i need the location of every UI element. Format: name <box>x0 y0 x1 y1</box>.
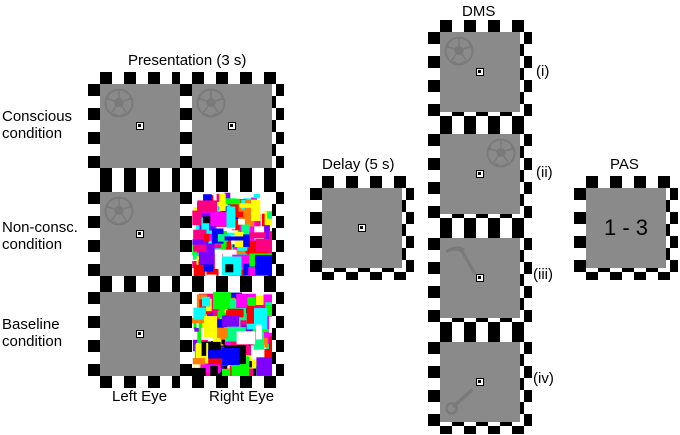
fixation-dot-icon <box>476 378 484 386</box>
baseline-left-eye-frame <box>88 280 192 388</box>
dms-option-ii-label: (ii) <box>536 164 553 181</box>
dms-option-iii-frame <box>428 226 532 330</box>
left-eye-label: Left Eye <box>112 388 168 405</box>
baseline-left-eye-frame-screen <box>100 292 180 376</box>
dms-title: DMS <box>462 3 496 20</box>
delay-frame-screen <box>322 188 402 268</box>
conscious-line1: Conscious <box>2 108 73 125</box>
fixation-dot-icon <box>228 122 236 130</box>
fixation-dot-icon <box>136 330 144 338</box>
dms-option-iv-frame <box>428 330 532 434</box>
nonconsc-right-eye-frame <box>180 180 284 288</box>
baseline-right-eye-frame <box>180 280 284 388</box>
dms-option-iii-label: (iii) <box>533 266 553 283</box>
hammer-icon <box>445 246 476 275</box>
soccer-ball-icon <box>196 88 226 118</box>
wrench-icon-wrapper <box>444 382 478 421</box>
ball-icon-wrapper <box>104 88 134 123</box>
fixation-dot-icon <box>476 170 484 178</box>
conscious-line2: condition <box>2 125 63 142</box>
ball-icon-wrapper <box>444 36 474 71</box>
baseline-condition-label: Baseline condition <box>2 316 62 350</box>
conscious-left-eye-frame <box>88 72 192 180</box>
dms-option-iv-frame-screen <box>440 342 520 422</box>
pas-title: PAS <box>610 156 639 173</box>
dms-option-i-frame <box>428 20 532 124</box>
delay-title: Delay (5 s) <box>322 156 395 173</box>
conscious-right-eye-frame <box>180 72 284 180</box>
fixation-dot-icon <box>358 224 366 232</box>
fixation-dot-icon <box>136 230 144 238</box>
nonconsc-condition-label: Non-consc. condition <box>2 219 78 253</box>
ball-icon-wrapper <box>104 196 134 231</box>
delay-frame <box>310 176 414 280</box>
dms-option-i-label: (i) <box>536 63 550 80</box>
dms-option-ii-frame-screen <box>440 134 520 214</box>
nonconsc-right-eye-frame-screen <box>192 192 272 276</box>
dms-option-iii-frame-screen <box>440 238 520 318</box>
nonconsc-line2: condition <box>2 236 63 253</box>
presentation-title: Presentation (3 s) <box>128 52 247 69</box>
soccer-ball-icon <box>104 196 134 226</box>
conscious-right-eye-frame-screen <box>192 84 272 168</box>
dms-option-ii-frame <box>428 122 532 226</box>
hammer-icon-wrapper <box>442 242 478 283</box>
baseline-right-eye-frame-screen <box>192 292 272 376</box>
pas-frame-screen: 1 - 3 <box>586 188 666 268</box>
pas-scale-text: 1 - 3 <box>603 215 649 240</box>
nonconsc-right-eye-frame-mondrian-mask <box>192 192 272 276</box>
baseline-line2: condition <box>2 333 63 350</box>
fixation-dot-icon <box>476 68 484 76</box>
soccer-ball-icon <box>104 88 134 118</box>
baseline-right-eye-frame-mondrian-mask <box>192 292 272 376</box>
conscious-condition-label: Conscious condition <box>2 108 72 142</box>
baseline-line1: Baseline <box>2 316 60 333</box>
soccer-ball-icon <box>444 36 474 66</box>
nonconsc-line1: Non-consc. <box>2 219 78 236</box>
dms-option-i-frame-screen <box>440 32 520 112</box>
dms-option-iv-label: (iv) <box>533 370 554 387</box>
conscious-left-eye-frame-screen <box>100 84 180 168</box>
soccer-ball-icon <box>486 138 516 168</box>
wrench-icon <box>445 388 473 415</box>
right-eye-label: Right Eye <box>209 388 275 405</box>
fixation-dot-icon <box>136 122 144 130</box>
pas-frame: 1 - 3 <box>574 176 678 280</box>
fixation-dot-icon <box>476 274 484 282</box>
ball-icon-wrapper <box>486 138 516 173</box>
nonconsc-left-eye-frame <box>88 180 192 288</box>
nonconsc-left-eye-frame-screen <box>100 192 180 276</box>
ball-icon-wrapper <box>196 88 226 123</box>
